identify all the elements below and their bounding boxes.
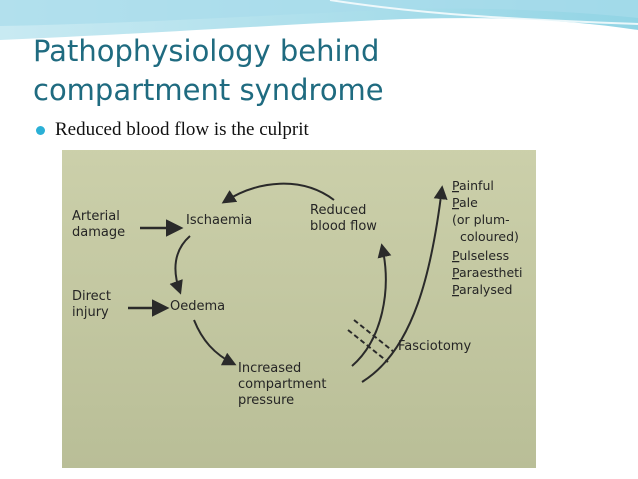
fasciotomy-cut-mark-2 — [353, 319, 395, 353]
bullet-dot-icon — [36, 125, 45, 135]
sign-coloured: coloured) — [460, 229, 519, 244]
increased-pressure-label: Increased compartment pressure — [238, 361, 331, 408]
bullet-item: Reduced blood flow is the culprit — [36, 117, 309, 143]
reduced-blood-flow-label: Reduced blood flow — [310, 203, 377, 234]
oedema-to-pressure-arrow — [193, 319, 237, 366]
reduced-flow-to-ischaemia-arrow — [221, 182, 335, 204]
slide-title-line-2: compartment syndrome — [33, 73, 384, 107]
decorative-banner — [0, 0, 638, 53]
signs-list: Painful Pale (or plum- coloured) Pulsele… — [452, 178, 527, 297]
sign-plum: (or plum- — [452, 212, 510, 227]
ischaemia-label: Ischaemia — [186, 213, 252, 228]
diagram-photo: Arterial damage Ischaemia Direct injury … — [62, 150, 536, 468]
oedema-label: Oedema — [170, 299, 225, 314]
sign-pulseless: Pulseless — [452, 248, 509, 263]
slide-title-line-1: Pathophysiology behind — [33, 34, 380, 68]
direct-injury-label: Direct injury — [72, 289, 115, 320]
slide-title: Pathophysiology behind compartment syndr… — [33, 32, 593, 110]
bullet-text: Reduced blood flow is the culprit — [55, 119, 309, 140]
pressure-to-signs-arrow — [361, 185, 448, 383]
pressure-to-reduced-flow-arrow — [351, 243, 392, 367]
arterial-damage-label: Arterial damage — [72, 209, 125, 240]
sign-paralysed: Paralysed — [452, 282, 512, 297]
fasciotomy-cut-mark-1 — [347, 329, 389, 363]
ischaemia-to-oedema-arrow — [169, 235, 191, 295]
sign-pale: Pale — [452, 195, 478, 210]
pathophysiology-diagram: Arterial damage Ischaemia Direct injury … — [62, 150, 536, 468]
sign-painful: Painful — [452, 178, 494, 193]
sign-paraesthetic: Paraestheti — [452, 265, 523, 280]
fasciotomy-label: Fasciotomy — [398, 339, 471, 354]
